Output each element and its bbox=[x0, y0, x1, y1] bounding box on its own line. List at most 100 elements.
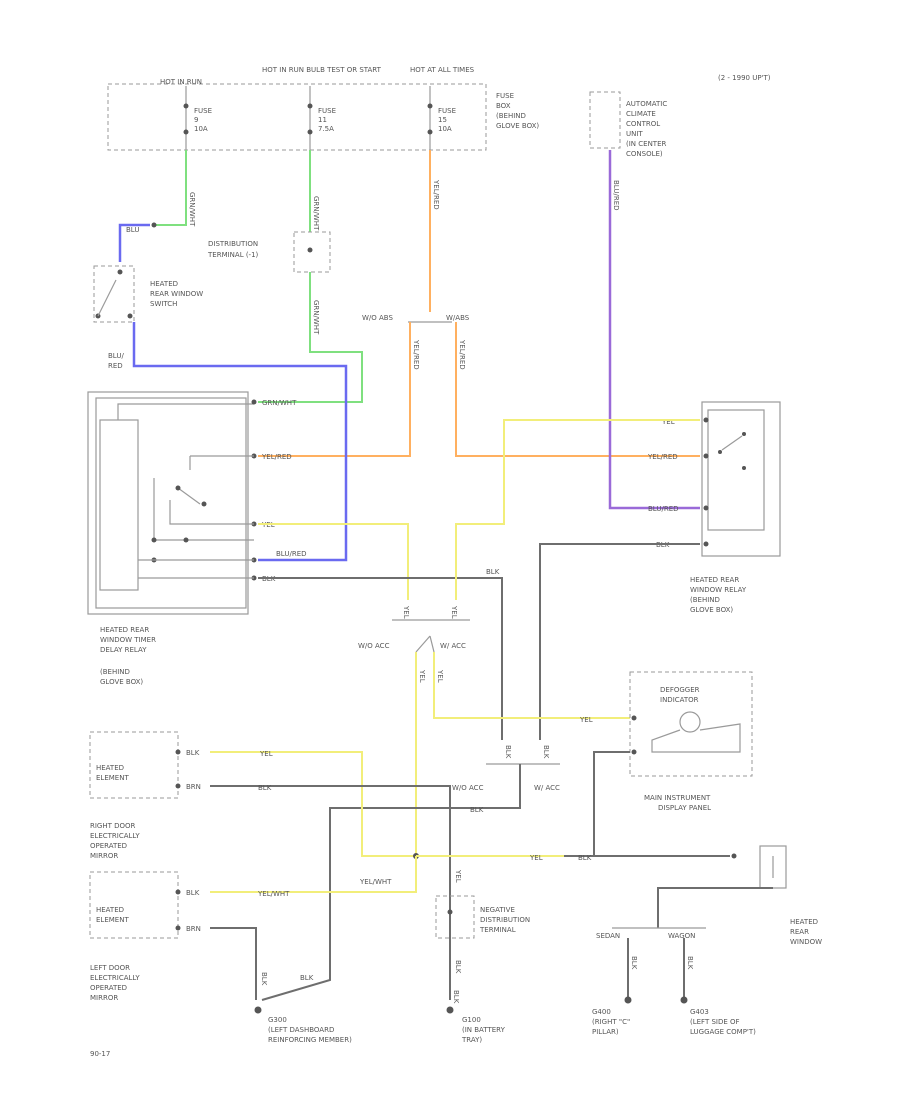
wire-label-w26: BLK bbox=[504, 745, 512, 759]
wire-label-w24: BRN bbox=[186, 783, 201, 791]
timer-relay-label-1: HEATED REAR bbox=[100, 626, 149, 634]
wire-label-w43: YEL bbox=[579, 716, 593, 724]
wire-label-w37: BLK bbox=[260, 972, 268, 986]
right-element-label-2: ELEMENT bbox=[96, 774, 129, 782]
fuse-3-line-1: FUSE bbox=[438, 107, 456, 115]
defogger-label-2: INDICATOR bbox=[660, 696, 699, 704]
wire-blk-instrument bbox=[416, 751, 630, 857]
ground-g403-label-3: LUGGAGE COMP'T) bbox=[690, 1028, 756, 1036]
switch-label-1: HEATED bbox=[150, 280, 178, 288]
fuse-3-line-2: 15 bbox=[438, 116, 447, 124]
wire-label-w28: YEL/WHT bbox=[257, 890, 290, 898]
ground-g400-label-3: PILLAR) bbox=[592, 1028, 619, 1036]
wire-label-w9: GRN/WHT bbox=[312, 300, 320, 335]
fuse-1-line-3: 10A bbox=[194, 125, 208, 133]
footer-code: 90-17 bbox=[90, 1050, 110, 1058]
wire-blk-timer-ground bbox=[258, 577, 503, 740]
left-mirror-label-2: ELECTRICALLY bbox=[90, 974, 140, 982]
wire-label-w29: BRN bbox=[186, 925, 201, 933]
defogger-indicator-lamp bbox=[679, 711, 701, 733]
fuse-box-label-3: (BEHIND bbox=[496, 112, 526, 120]
ground-g403-label-1: G403 bbox=[690, 1008, 709, 1016]
climate-unit-label-3: CONTROL bbox=[626, 120, 660, 128]
right-element-label-1: HEATED bbox=[96, 764, 124, 772]
wire-label-w19: YEL bbox=[418, 669, 426, 683]
wire-label-w4: BLU bbox=[126, 226, 139, 234]
window-relay-label-2: WINDOW RELAY bbox=[690, 586, 747, 594]
switch-label-2: REAR WINDOW bbox=[150, 290, 203, 298]
ground-g400 bbox=[624, 996, 632, 1004]
wire-label-w7: YEL/RED bbox=[458, 339, 466, 370]
wire-grn-wht-fuse9 bbox=[154, 150, 187, 226]
wire-label-w27: BLK bbox=[542, 745, 550, 759]
right-mirror-label-2: ELECTRICALLY bbox=[90, 832, 140, 840]
neg-terminal-label-1: NEGATIVE bbox=[480, 906, 515, 914]
climate-unit-label-4: UNIT bbox=[626, 130, 643, 138]
wire-yel-relay-out bbox=[455, 419, 700, 600]
ground-g300-label-2: (LEFT DASHBOARD bbox=[268, 1026, 334, 1034]
neg-terminal-label-3: TERMINAL bbox=[479, 926, 516, 934]
wire-label-w39: BLK bbox=[686, 956, 694, 970]
window-relay-label-1: HEATED REAR bbox=[690, 576, 739, 584]
window-relay-label-3: (BEHIND bbox=[690, 596, 720, 604]
wire-label-w1: GRN/WHT bbox=[188, 192, 196, 227]
wire-label-w14: YEL/RED bbox=[647, 453, 678, 461]
ground-g100-label-3: TRAY) bbox=[461, 1036, 482, 1044]
wire-yel-wht-left-mirror bbox=[210, 856, 417, 893]
wire-yel-to-defogger bbox=[433, 652, 630, 719]
splice-top-label-1: W/O ABS bbox=[362, 314, 393, 322]
negative-distribution-terminal bbox=[435, 895, 475, 939]
wire-label-w35: BLK bbox=[186, 889, 200, 897]
timer-relay-label-4: (BEHIND bbox=[100, 668, 130, 676]
fuse-source-2-label: HOT IN RUN BULB TEST OR START bbox=[262, 66, 382, 74]
left-mirror-label-3: OPERATED bbox=[90, 984, 127, 992]
right-mirror-label-3: OPERATED bbox=[90, 842, 127, 850]
climate-control-unit bbox=[589, 91, 621, 149]
timer-relay-label-3: DELAY RELAY bbox=[100, 646, 147, 654]
fuse-source-3-label: HOT AT ALL TIMES bbox=[410, 66, 475, 74]
defogger-label-1: DEFOGGER bbox=[660, 686, 700, 694]
ground-g403 bbox=[680, 996, 688, 1004]
wire-blk-right-mirror bbox=[210, 785, 451, 1000]
left-door-mirror bbox=[89, 871, 179, 939]
fuse-box-label-4: GLOVE BOX) bbox=[496, 122, 539, 130]
instrument-label-1: MAIN INSTRUMENT bbox=[644, 794, 711, 802]
fuse-box bbox=[107, 83, 487, 151]
wire-label-w21: YEL bbox=[259, 750, 273, 758]
heated-rear-window-switch bbox=[93, 265, 135, 323]
fuse-1-line-2: 9 bbox=[194, 116, 198, 124]
header-tag: (2 - 1990 UP'T) bbox=[718, 74, 771, 82]
splice-top-label-2: W/ABS bbox=[446, 314, 470, 322]
wire-yel-red-to-relay bbox=[455, 322, 700, 457]
climate-unit-label-5: (IN CENTER bbox=[626, 140, 667, 148]
wire-blu-red-climate bbox=[608, 150, 700, 510]
wire-label-w23: YEL bbox=[529, 854, 543, 862]
fuse-2-line-1: FUSE bbox=[318, 107, 336, 115]
rear-window-label-2: REAR bbox=[790, 928, 809, 936]
neg-terminal-label-2: DISTRIBUTION bbox=[480, 916, 530, 924]
dist-terminal-label-1: DISTRIBUTION bbox=[208, 240, 258, 248]
ground-g300-label-1: G300 bbox=[268, 1016, 287, 1024]
wire-label-w9-pin: GRN/WHT bbox=[262, 399, 297, 407]
wire-label-w5: BLU/RED bbox=[612, 180, 620, 211]
rear-window-label-3: WINDOW bbox=[790, 938, 822, 946]
timer-relay-label-5: GLOVE BOX) bbox=[100, 678, 143, 686]
switch-out-label-2: RED bbox=[108, 362, 123, 370]
wire-label-w17: YEL bbox=[402, 605, 410, 619]
instrument-label-2: DISPLAY PANEL bbox=[658, 804, 711, 812]
switch-out-label-1: BLU/ bbox=[108, 352, 124, 360]
wire-label-w18: YEL bbox=[450, 605, 458, 619]
wire-label-w30: YEL/WHT bbox=[359, 878, 392, 886]
right-mirror-label-4: MIRROR bbox=[90, 852, 118, 860]
wire-label-w34: YEL bbox=[454, 869, 462, 883]
wire-label-w16: BLK bbox=[486, 568, 500, 576]
wire-label-w3: YEL/RED bbox=[432, 179, 440, 210]
wire-blu-red-switch bbox=[132, 322, 348, 562]
wire-label-w13: YEL bbox=[661, 418, 675, 426]
wire-label-w15: BLU/RED bbox=[276, 550, 307, 558]
dist-terminal-label-2: TERMINAL (-1) bbox=[207, 251, 259, 259]
splice-low-label-2: W/ ACC bbox=[534, 784, 560, 792]
fuse-source-1-label: HOT IN RUN bbox=[160, 78, 202, 86]
ground-g403-label-2: (LEFT SIDE OF bbox=[690, 1018, 740, 1026]
